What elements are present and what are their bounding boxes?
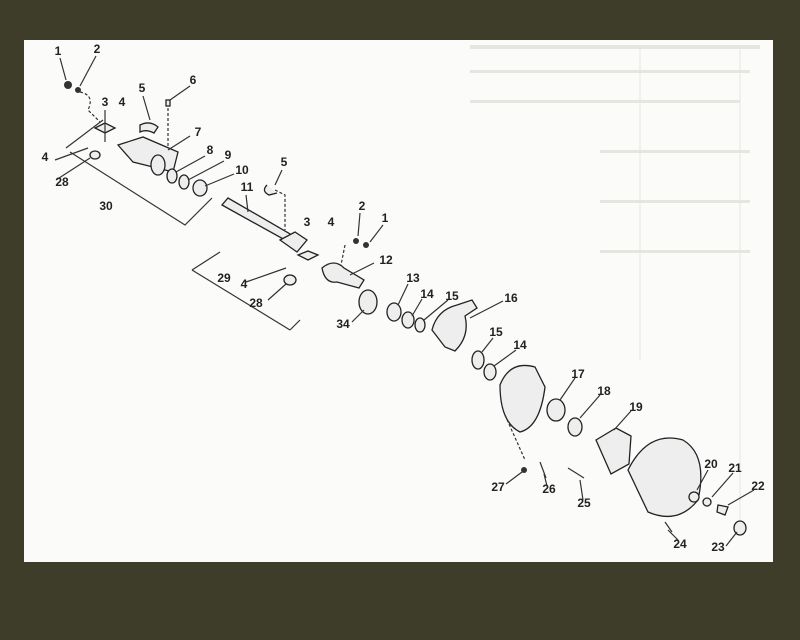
callout-4: 4: [119, 95, 126, 109]
callout-16: 16: [504, 291, 518, 305]
callout-25: 25: [577, 496, 591, 510]
callout-13: 13: [406, 271, 420, 285]
callout-7: 7: [195, 125, 202, 139]
callout-2: 2: [359, 199, 366, 213]
callout-1: 1: [382, 211, 389, 225]
callout-24: 24: [673, 537, 687, 551]
callout-21: 21: [728, 461, 742, 475]
diagram-page: 1 2 5 6 3 4 7 4 8 9 28 10 30 5 11 3 4 2 …: [24, 40, 773, 562]
callout-30: 30: [99, 199, 113, 213]
callout-27: 27: [491, 480, 505, 494]
callout-20: 20: [704, 457, 718, 471]
outer-shaft-assembly: [191, 184, 369, 331]
inner-shaft-assembly: [64, 81, 213, 226]
callout-15: 15: [489, 325, 503, 339]
callout-3: 3: [304, 215, 311, 229]
callout-3: 3: [102, 95, 109, 109]
callout-1: 1: [55, 44, 62, 58]
callout-2: 2: [94, 42, 101, 56]
callout-19: 19: [629, 400, 643, 414]
exploded-parts-diagram: 1 2 5 6 3 4 7 4 8 9 28 10 30 5 11 3 4 2 …: [42, 42, 765, 554]
callout-6: 6: [190, 73, 197, 87]
leader-lines: [54, 55, 755, 547]
callout-4: 4: [42, 150, 49, 164]
callout-5: 5: [139, 81, 146, 95]
callout-labels: 1 2 5 6 3 4 7 4 8 9 28 10 30 5 11 3 4 2 …: [42, 42, 765, 554]
callout-14: 14: [513, 338, 527, 352]
callout-14: 14: [420, 287, 434, 301]
knuckle-and-seals: [358, 289, 747, 536]
callout-23: 23: [711, 540, 725, 554]
callout-10: 10: [235, 163, 249, 177]
callout-9: 9: [225, 148, 232, 162]
callout-22: 22: [751, 479, 765, 493]
callout-11: 11: [241, 180, 254, 194]
callout-15: 15: [445, 289, 459, 303]
background-bleed: [470, 45, 760, 520]
callout-34: 34: [336, 317, 350, 331]
callout-12: 12: [379, 253, 393, 267]
callout-4: 4: [328, 215, 335, 229]
callout-4: 4: [241, 277, 248, 291]
callout-28: 28: [249, 296, 263, 310]
callout-17: 17: [571, 367, 585, 381]
callout-5: 5: [281, 155, 288, 169]
callout-29: 29: [217, 271, 231, 285]
callout-26: 26: [542, 482, 556, 496]
callout-18: 18: [597, 384, 611, 398]
callout-8: 8: [207, 143, 214, 157]
callout-28: 28: [55, 175, 69, 189]
